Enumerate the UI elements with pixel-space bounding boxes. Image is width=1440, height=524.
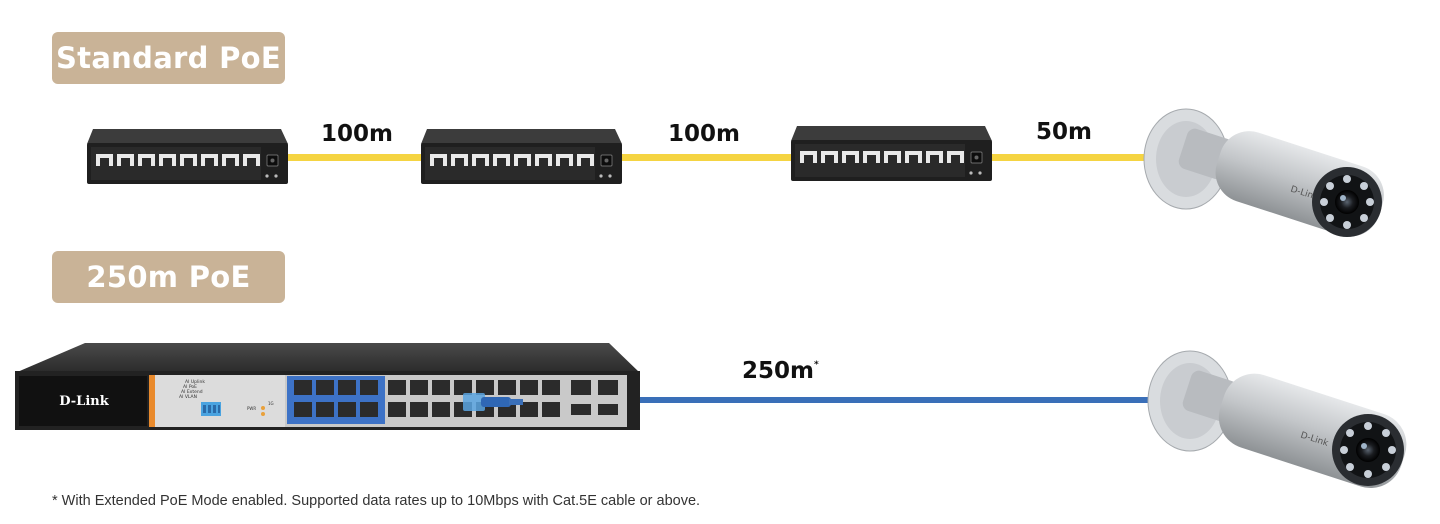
distance-label-3: 50m <box>1036 119 1092 145</box>
svg-text:PWR: PWR <box>247 406 256 411</box>
svg-text:AI PoE: AI PoE <box>183 384 197 390</box>
switch-small-3 <box>791 126 992 181</box>
distance-label-250m: 250m* <box>742 358 819 384</box>
distance-label-2: 100m <box>668 121 740 147</box>
cable-250m <box>560 397 1152 403</box>
svg-text:AI Uplink: AI Uplink <box>185 379 205 385</box>
cable-segment-1 <box>288 154 422 161</box>
distance-label-1: 100m <box>321 121 393 147</box>
extended-poe-badge: 250m PoE <box>52 251 285 303</box>
switch-large: D-Link AI Uplink AI PoE AI Extend AI VLA… <box>15 343 640 430</box>
switch-small-2 <box>421 129 622 184</box>
switch-small-1 <box>87 129 288 184</box>
standard-cables <box>288 154 1152 161</box>
footnote: * With Extended PoE Mode enabled. Suppor… <box>52 493 701 509</box>
svg-text:AI VLAN: AI VLAN <box>179 394 197 400</box>
svg-text:1G: 1G <box>268 401 274 406</box>
ip-camera-extended: D-Link <box>1147 350 1407 489</box>
cable-segment-3 <box>992 154 1152 161</box>
switch-brand-logo: D-Link <box>59 394 109 409</box>
distance-footnote-mark: * <box>813 360 819 370</box>
distance-250m-text: 250m <box>742 358 814 384</box>
ip-camera-standard: D-Link <box>1143 108 1384 237</box>
standard-poe-badge: Standard PoE <box>52 32 285 84</box>
svg-text:AI Extend: AI Extend <box>181 389 203 395</box>
cable-segment-2 <box>622 154 792 161</box>
